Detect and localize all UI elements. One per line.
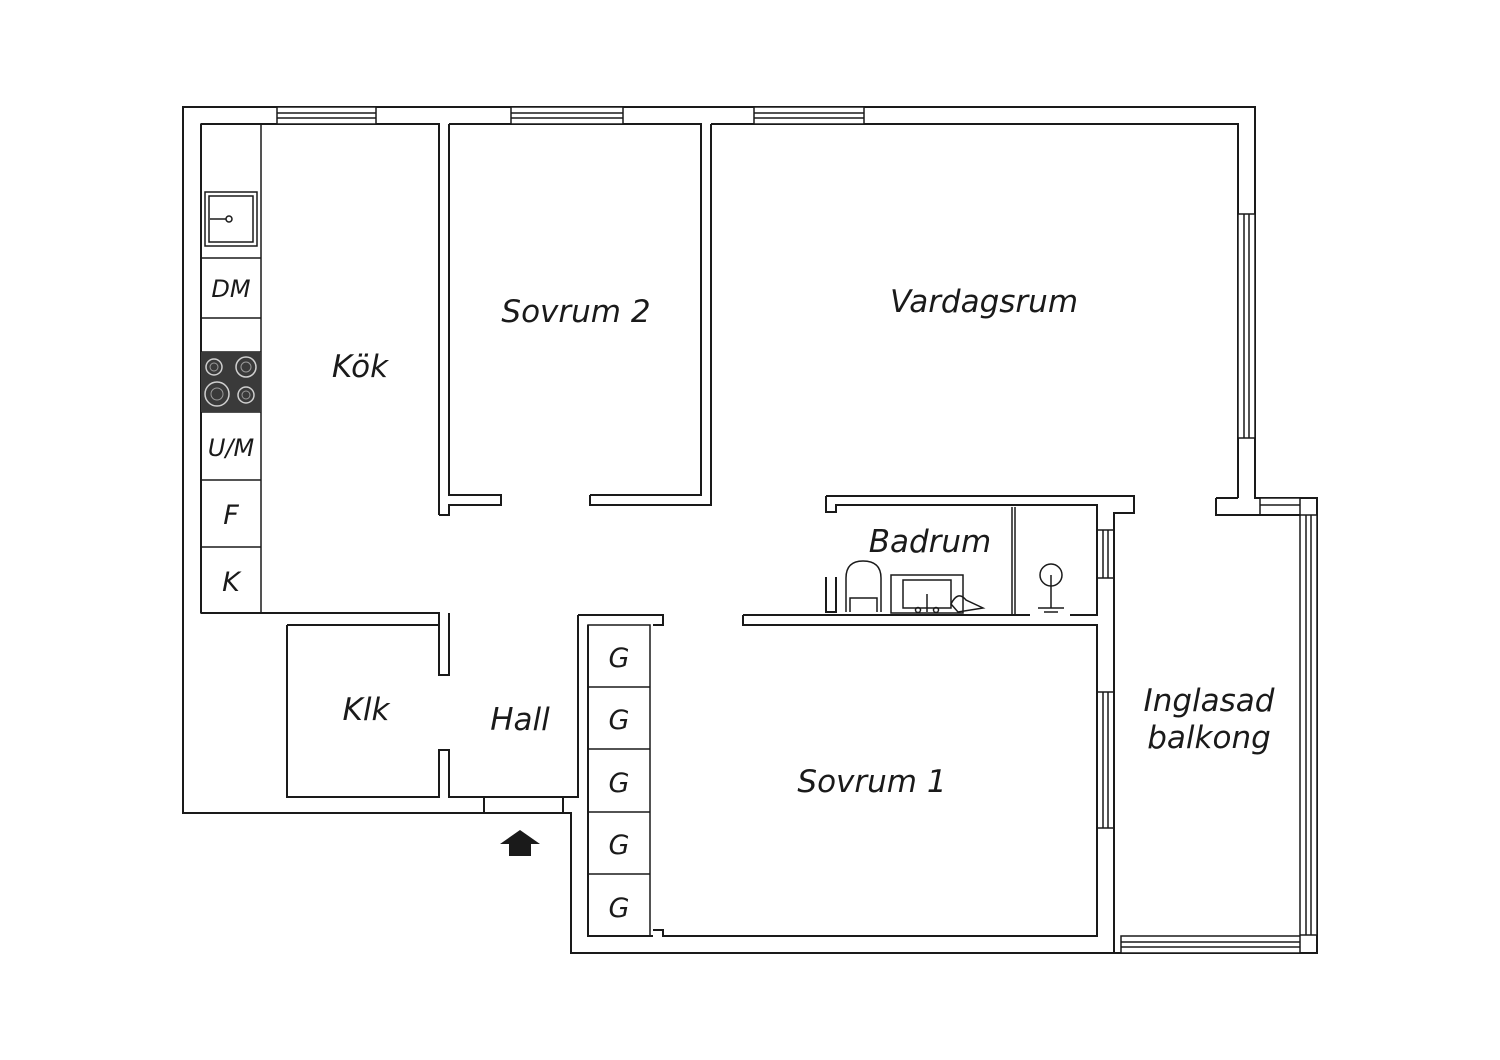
wardrobe-label: G [609, 768, 630, 799]
entrance-arrow-icon [500, 830, 540, 856]
toilet-icon [845, 560, 882, 612]
room-label-kitchen: Kök [332, 349, 389, 385]
shower-icon [1011, 507, 1064, 614]
wardrobes [587, 624, 651, 937]
wardrobe-label: G [609, 830, 630, 861]
washbasin-icon [890, 574, 986, 614]
dishwasher-label: DM [211, 275, 250, 303]
room-label-closet: Klk [343, 692, 391, 728]
room-label-living-room: Vardagsrum [890, 284, 1078, 320]
room-label-balcony-line2: balkong [1147, 720, 1271, 756]
interior-walls [201, 124, 1300, 953]
stove-icon [201, 352, 261, 412]
freezer-label: F [223, 500, 239, 531]
outer-walls [182, 106, 1318, 954]
sink-icon [204, 191, 258, 247]
wardrobe-label: G [609, 643, 630, 674]
room-label-bathroom: Badrum [869, 524, 992, 560]
room-label-bedroom-1: Sovrum 1 [797, 764, 946, 800]
oven-microwave-label: U/M [208, 434, 255, 462]
windows [276, 106, 1318, 954]
room-label-balcony-line1: Inglasad [1144, 683, 1275, 719]
wardrobe-label: G [609, 705, 630, 736]
room-label-hall: Hall [490, 702, 550, 738]
wardrobe-label: G [609, 893, 630, 924]
fridge-label: K [222, 567, 242, 598]
room-label-bedroom-2: Sovrum 2 [501, 294, 650, 330]
